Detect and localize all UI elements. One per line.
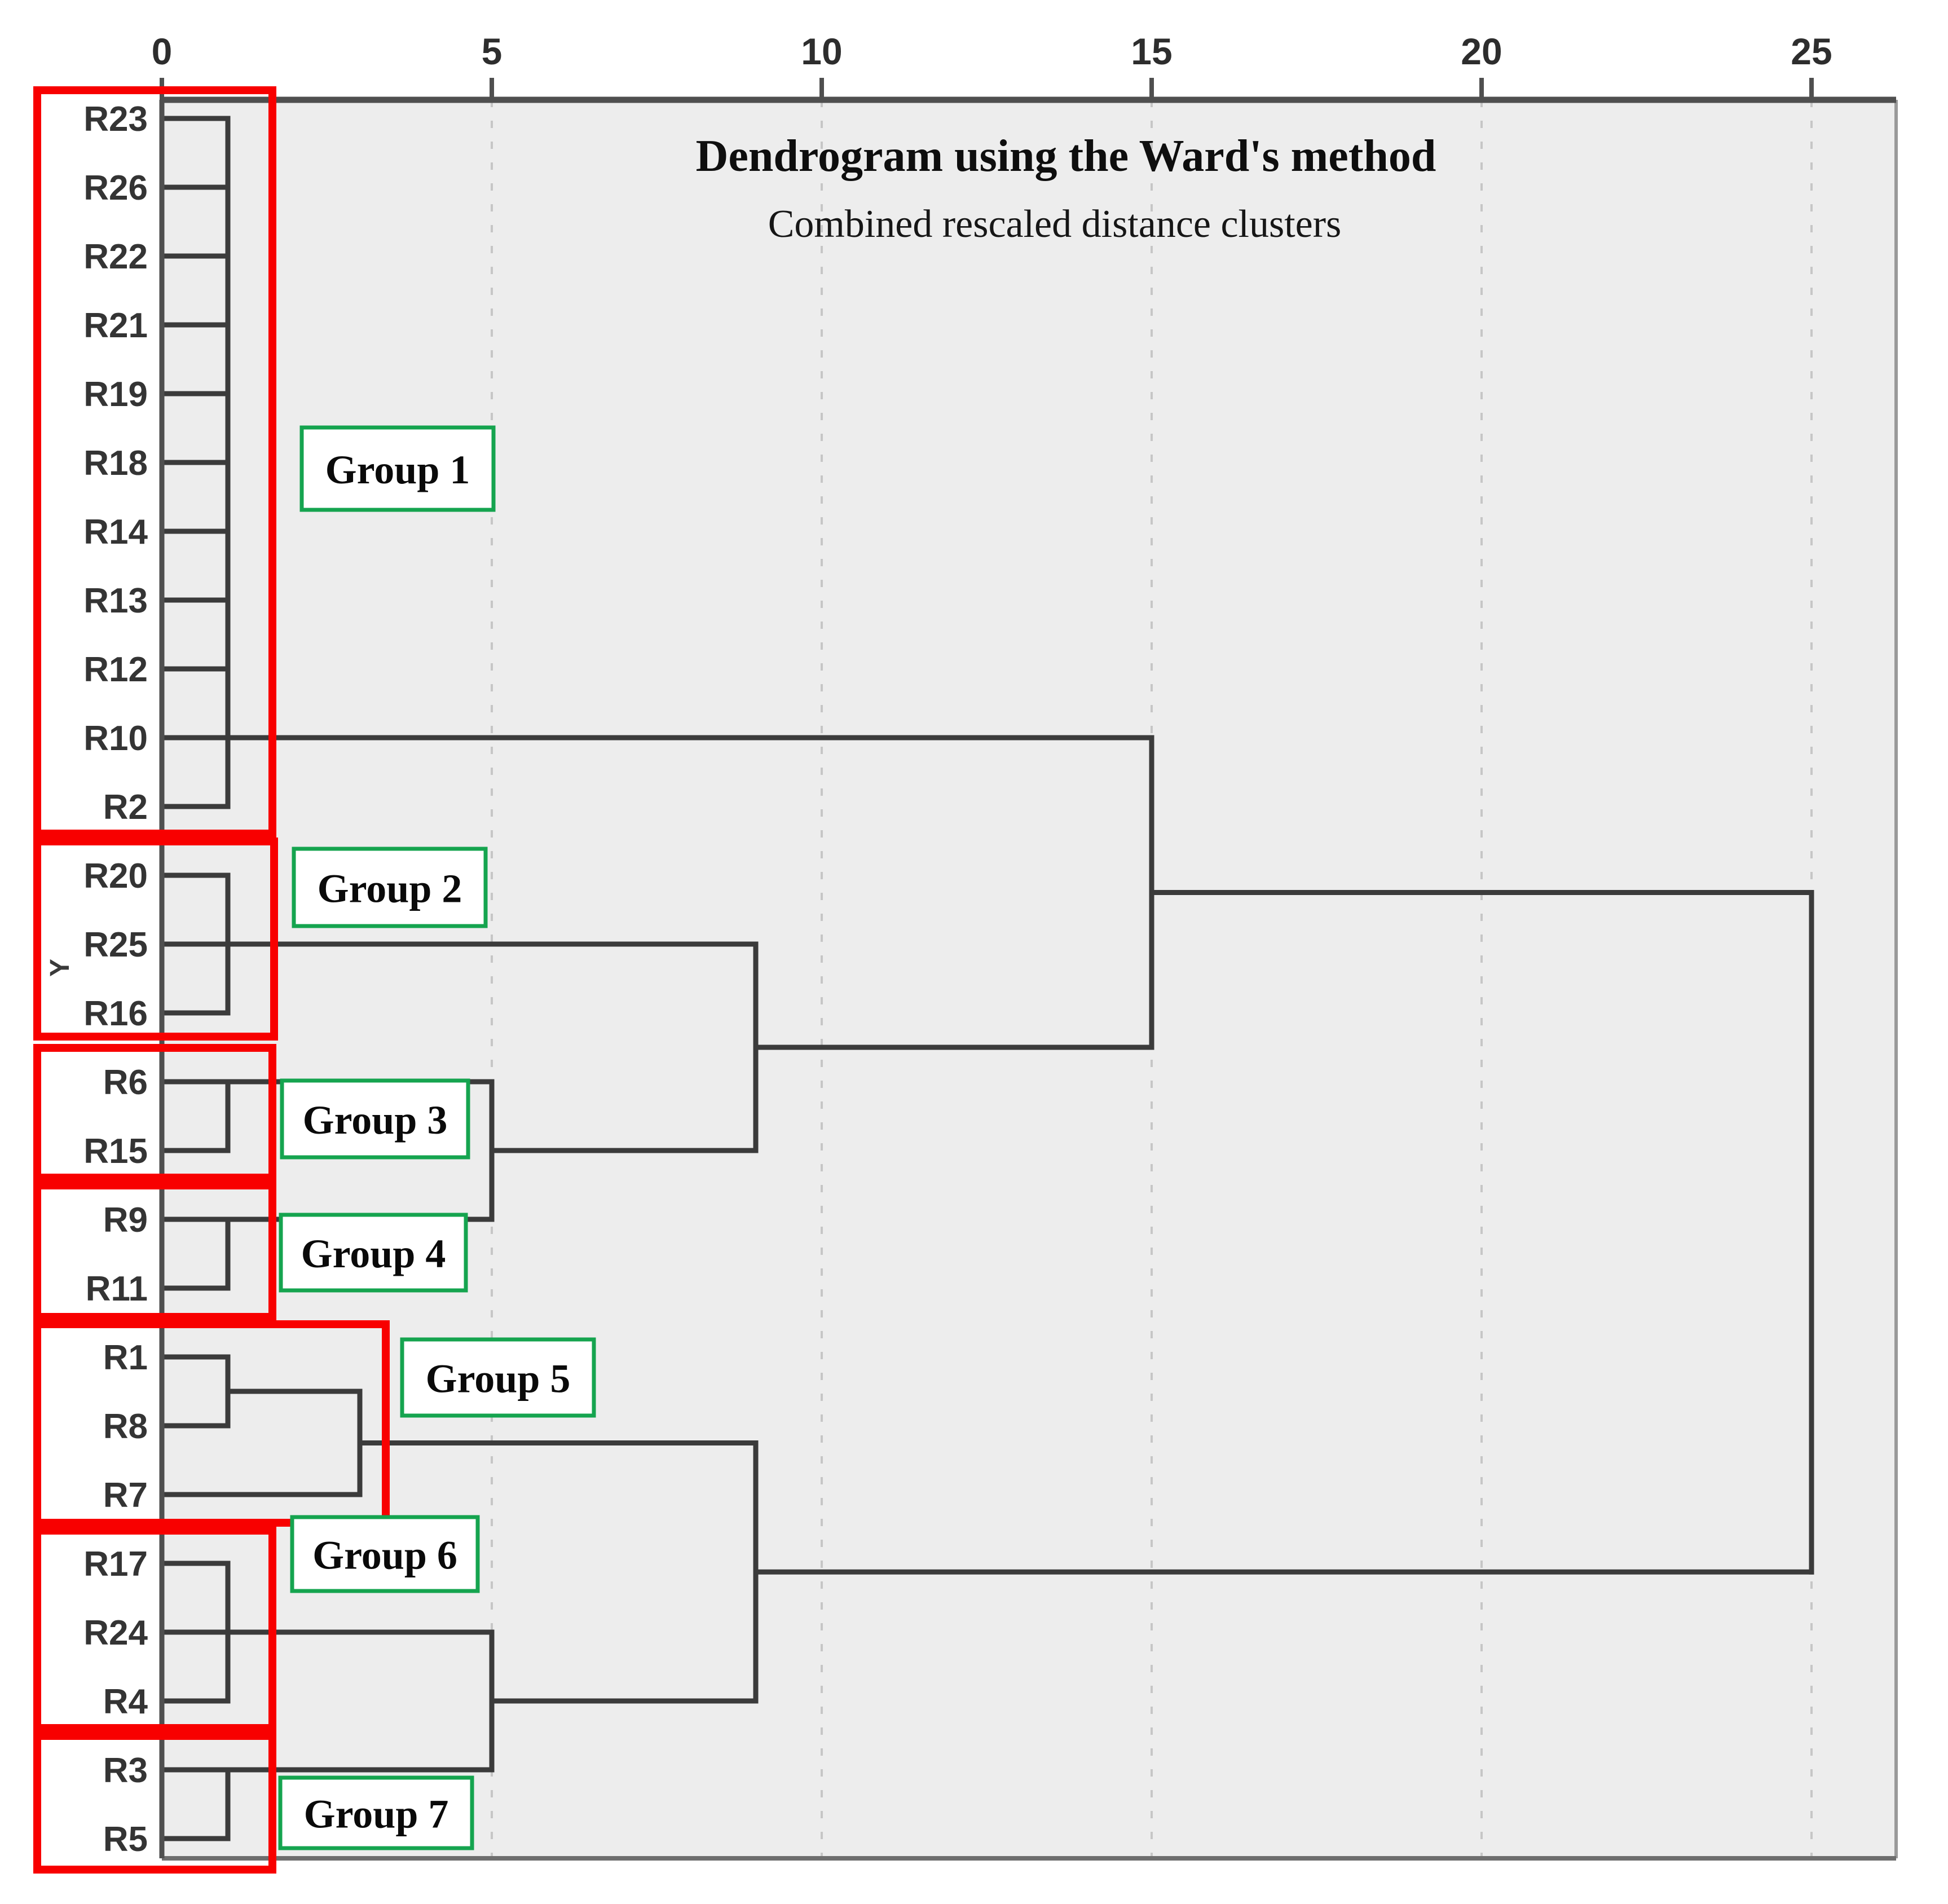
red-cluster-box-5: [33, 1320, 390, 1527]
group-label-3: Group 3: [303, 1098, 448, 1143]
leaf-label-R7: R7: [103, 1476, 148, 1515]
red-cluster-box-1: [33, 86, 276, 838]
group-label-1: Group 1: [325, 447, 470, 492]
group-label-box-5: [400, 1337, 596, 1418]
generated-chart-layer: 0 5 10 15 20 25R23R26R22R21R19R18R14R13R12R10…: [33, 30, 1898, 1874]
group-label-6: Group 6: [312, 1533, 457, 1578]
leaf-label-R4: R4: [103, 1682, 148, 1721]
leaf-label-R23: R23: [83, 100, 148, 139]
group-label-5: Group 5: [426, 1356, 571, 1401]
leaf-label-R13: R13: [83, 581, 148, 620]
leaf-label-R24: R24: [83, 1614, 148, 1652]
group-label-box-2: [292, 847, 488, 928]
chart-subtitle: Combined rescaled distance clusters: [768, 202, 1342, 246]
leaf-label-R2: R2: [103, 788, 148, 827]
red-cluster-box-7: [33, 1732, 276, 1874]
leaf-label-R12: R12: [83, 650, 148, 689]
group-label-7: Group 7: [304, 1792, 449, 1837]
tick-label-20: 20: [1461, 30, 1502, 72]
y-axis-label: Y: [45, 959, 75, 977]
tick-label-25: 25: [1791, 30, 1832, 72]
leaf-label-R22: R22: [83, 237, 148, 276]
group-label-4: Group 4: [301, 1231, 446, 1276]
chart-title: Dendrogram using the Ward's method: [696, 131, 1436, 181]
tick-label-10: 10: [801, 30, 842, 72]
leaf-label-R3: R3: [103, 1751, 148, 1790]
leaf-label-R25: R25: [83, 925, 148, 964]
leaf-label-R1: R1: [103, 1338, 148, 1377]
tick-label-15: 15: [1131, 30, 1172, 72]
tick-label-5: 5: [482, 30, 503, 72]
group-label-2: Group 2: [318, 866, 462, 911]
leaf-label-R21: R21: [83, 306, 148, 345]
leaf-label-R6: R6: [103, 1063, 148, 1102]
red-cluster-box-3: [33, 1044, 276, 1182]
leaf-label-R14: R14: [83, 513, 148, 552]
leaf-label-R11: R11: [86, 1270, 148, 1308]
group-label-box-4: [279, 1213, 468, 1293]
leaf-label-R9: R9: [103, 1201, 148, 1240]
tick-label-0: 0: [152, 30, 173, 72]
leaf-label-R15: R15: [83, 1132, 148, 1171]
red-cluster-box-4: [33, 1182, 276, 1321]
leaf-label-R19: R19: [83, 375, 148, 414]
leaf-label-R5: R5: [103, 1820, 148, 1859]
leaf-label-R18: R18: [83, 444, 148, 483]
group-label-box-1: [299, 425, 496, 512]
leaf-label-R16: R16: [83, 994, 148, 1033]
group-label-box-3: [280, 1078, 470, 1160]
leaf-label-R17: R17: [83, 1545, 148, 1584]
leaf-label-R26: R26: [83, 169, 148, 208]
leaf-label-R10: R10: [83, 719, 148, 758]
plot-area: [162, 100, 1896, 1858]
red-cluster-box-2: [33, 838, 278, 1041]
leaf-label-R8: R8: [103, 1407, 148, 1446]
red-cluster-box-6: [33, 1527, 276, 1732]
leaf-label-R20: R20: [83, 857, 148, 896]
group-label-box-7: [278, 1775, 474, 1850]
group-label-box-6: [290, 1515, 480, 1593]
